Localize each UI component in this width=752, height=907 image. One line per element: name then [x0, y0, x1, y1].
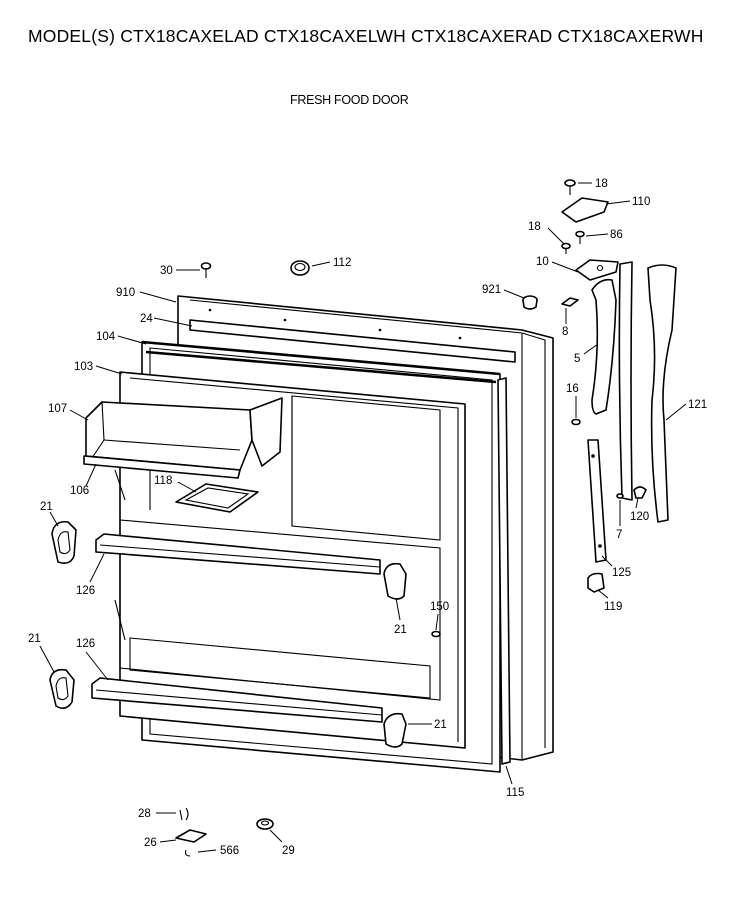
shelf-end-cap-lower-right — [383, 712, 407, 748]
callout-103: 103 — [74, 361, 93, 373]
callout-26: 26 — [144, 837, 157, 849]
callout-104: 104 — [96, 331, 116, 343]
model-title: MODEL(S) CTX18CAXELAD CTX18CAXELWH CTX18… — [28, 26, 704, 46]
callout-921: 921 — [482, 284, 501, 296]
screw-7 — [616, 493, 624, 499]
door-seal-strip — [497, 377, 511, 765]
handle-bracket — [587, 439, 607, 563]
callout-910: 910 — [116, 287, 135, 299]
callout-29: 29 — [282, 845, 295, 857]
callout-107: 107 — [48, 403, 67, 415]
screw-150 — [431, 630, 441, 638]
hinge-bracket — [575, 259, 619, 281]
screw-top — [564, 179, 576, 195]
callout-126-upper: 126 — [76, 585, 95, 597]
section-title: FRESH FOOD DOOR — [290, 93, 409, 107]
screw-hinge-left — [561, 242, 571, 254]
lower-shelf-bar — [91, 677, 383, 723]
callout-10: 10 — [536, 256, 549, 268]
callout-106: 106 — [70, 485, 89, 497]
callout-118: 118 — [154, 475, 172, 487]
spring-28 — [179, 807, 189, 821]
plug-112 — [290, 260, 310, 276]
plug-921 — [522, 295, 538, 310]
callout-120: 120 — [630, 511, 649, 523]
callout-150: 150 — [430, 601, 449, 613]
upper-shelf-bar — [95, 533, 381, 575]
callout-16: 16 — [566, 383, 579, 395]
callout-119: 119 — [604, 601, 622, 613]
callout-121: 121 — [688, 399, 707, 411]
callout-21-upper-left: 21 — [40, 501, 53, 513]
dairy-compartment — [83, 397, 283, 479]
callout-110: 110 — [632, 196, 650, 208]
leader-lines — [39, 182, 687, 853]
callout-labels: 18 110 18 86 10 30 112 910 921 24 8 104 … — [28, 178, 707, 857]
shelf-end-cap-upper-left — [51, 520, 77, 564]
callout-112: 112 — [333, 257, 351, 269]
callout-566: 566 — [220, 845, 239, 857]
shelf-end-cap-lower-left — [49, 668, 75, 710]
handle-cover — [647, 264, 677, 523]
hinge-cover — [561, 197, 609, 223]
callout-7: 7 — [616, 529, 622, 541]
clip-566 — [184, 849, 191, 857]
callout-125: 125 — [612, 567, 631, 579]
butter-tray — [175, 483, 259, 513]
callout-21-lower-right: 21 — [434, 719, 447, 731]
door-handle — [591, 261, 633, 501]
screw-16 — [571, 418, 581, 426]
callout-8: 8 — [562, 326, 568, 338]
callout-86: 86 — [610, 229, 623, 241]
screw-86 — [575, 230, 585, 244]
callout-30: 30 — [160, 265, 173, 277]
callout-18-hinge: 18 — [528, 221, 541, 233]
grommet-29 — [256, 818, 274, 830]
plate-26 — [175, 829, 207, 843]
clip-120 — [633, 486, 647, 499]
handle-end-cap — [587, 572, 605, 593]
callout-24: 24 — [140, 313, 153, 325]
callout-18-top: 18 — [595, 178, 608, 190]
hinge-pin-8 — [561, 297, 579, 307]
callout-28: 28 — [138, 808, 151, 820]
callout-126-lower: 126 — [76, 638, 95, 650]
screw-30 — [200, 262, 212, 278]
callout-5: 5 — [574, 353, 580, 365]
callout-21-lower-left: 21 — [28, 633, 41, 645]
shelf-end-cap-upper-right — [383, 562, 407, 600]
callout-21-upper-right: 21 — [394, 624, 407, 636]
callout-115: 115 — [506, 787, 524, 799]
